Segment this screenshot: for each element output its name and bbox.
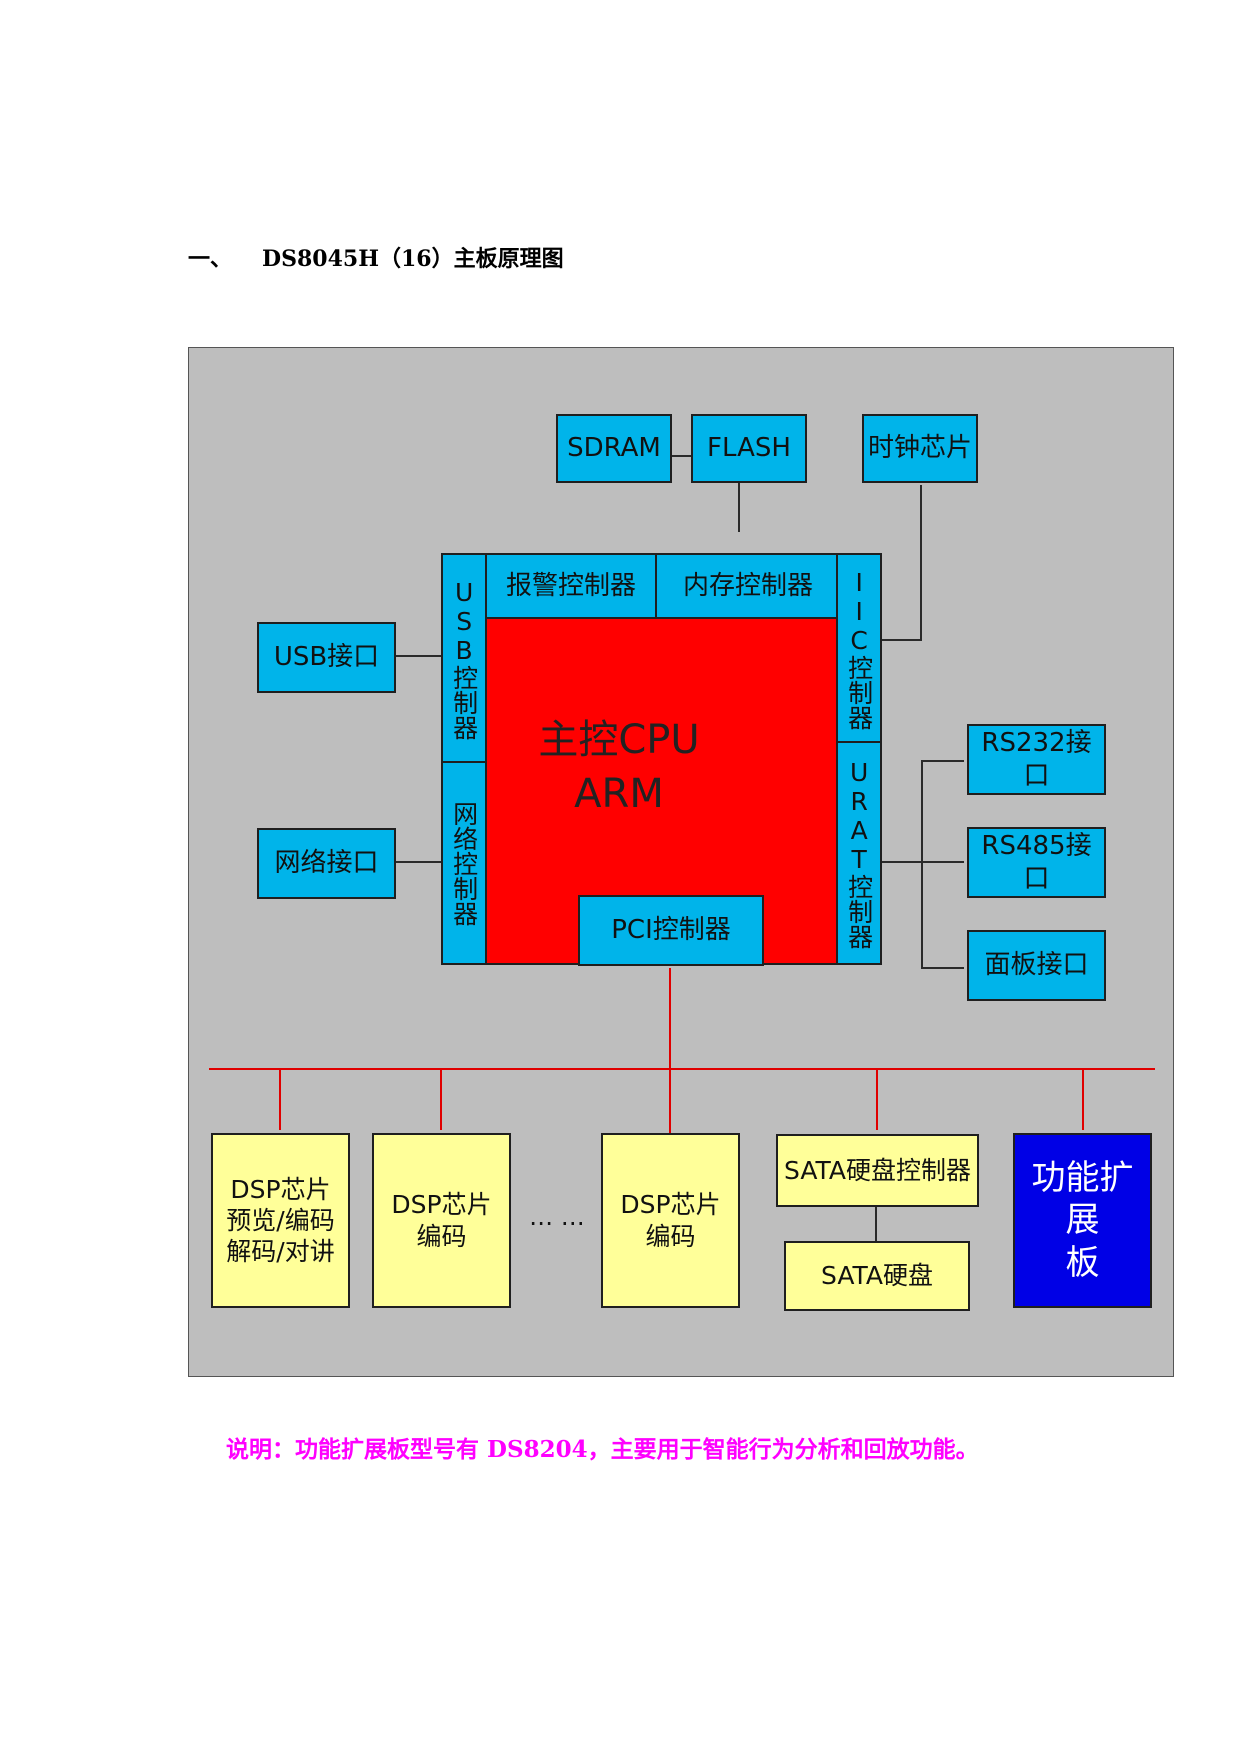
iic-controller-label: IIC控制器	[844, 567, 874, 730]
pci-bus	[209, 1068, 1155, 1070]
sdram-label: SDRAM	[567, 433, 661, 464]
expansion-board-box: 功能扩展 板	[1013, 1133, 1152, 1308]
sata-controller-box: SATA硬盘控制器	[776, 1134, 979, 1207]
rs485-connector	[880, 861, 964, 863]
dsp1-line2: 预览/编码	[226, 1205, 335, 1235]
rs232-interface-label: RS232接口	[981, 728, 1092, 791]
dsp1-line3: 解码/对讲	[226, 1237, 335, 1267]
sata-disk-label: SATA硬盘	[821, 1261, 933, 1291]
dsp1-line1: DSP芯片	[230, 1174, 331, 1204]
network-connector	[394, 861, 441, 863]
cpu-line1: 主控CPU	[538, 717, 700, 763]
dsp-chip-2-box: DSP芯片 编码	[372, 1133, 511, 1308]
usb-controller-box: USB控制器	[441, 553, 487, 764]
mainboard-diagram: SDRAM FLASH 时钟芯片 主控CPU ARM 报警控制器 内存控制器 U…	[188, 347, 1174, 1377]
cpu-line2: ARM	[574, 771, 664, 817]
pci-controller-box: PCI控制器	[578, 895, 764, 966]
memory-controller-box: 内存控制器	[655, 553, 841, 619]
dsp-chip-1-box: DSP芯片 预览/编码 解码/对讲	[211, 1133, 350, 1308]
heading-title: DS8045H（16）主板原理图	[262, 246, 564, 272]
flash-box: FLASH	[691, 414, 807, 483]
ellipsis: … …	[529, 1203, 585, 1231]
urat-controller-box: URAT控制器	[836, 741, 882, 965]
dsp-chip-3-box: DSP芯片 编码	[601, 1133, 740, 1308]
dsp3-line1: DSP芯片	[620, 1190, 721, 1220]
dsp2-bus-drop	[440, 1068, 442, 1130]
page-heading: 一、 DS8045H（16）主板原理图	[188, 241, 564, 273]
alarm-controller-box: 报警控制器	[485, 553, 657, 619]
usb-controller-label: USB控制器	[449, 577, 479, 740]
flash-label: FLASH	[707, 433, 791, 464]
rs485-interface-box: RS485接口	[967, 827, 1106, 898]
network-interface-label: 网络接口	[274, 848, 379, 879]
memory-bus-connector	[613, 455, 740, 457]
network-controller-box: 网络控制器	[441, 761, 487, 965]
pci-bus-stem	[669, 968, 671, 1206]
sdram-box: SDRAM	[556, 414, 672, 483]
expansion-bus-drop	[1082, 1068, 1084, 1130]
sata-disk-box: SATA硬盘	[784, 1241, 970, 1311]
sata-connector	[875, 1207, 877, 1243]
usb-connector	[394, 655, 441, 657]
iic-controller-box: IIC控制器	[836, 553, 882, 744]
expansion-line1: 功能扩展	[1031, 1157, 1134, 1241]
dsp2-line1: DSP芯片	[391, 1190, 492, 1220]
panel-interface-label: 面板接口	[984, 950, 1089, 981]
network-controller-label: 网络控制器	[449, 800, 479, 926]
sata-controller-label: SATA硬盘控制器	[784, 1155, 971, 1185]
alarm-controller-label: 报警控制器	[505, 570, 636, 601]
heading-number: 一、	[188, 246, 233, 272]
memory-controller-label: 内存控制器	[682, 570, 813, 601]
usb-interface-label: USB接口	[273, 642, 380, 673]
serial-connector-vertical	[921, 761, 923, 968]
cpu-label: 主控CPU ARM	[489, 713, 749, 821]
dsp1-bus-drop	[279, 1068, 281, 1130]
rs485-interface-label: RS485接口	[981, 831, 1092, 894]
clock-connector-horizontal	[880, 639, 922, 641]
network-interface-box: 网络接口	[257, 828, 396, 899]
urat-controller-label: URAT控制器	[844, 757, 874, 949]
dsp3-line2: 编码	[645, 1221, 696, 1251]
pci-controller-label: PCI控制器	[611, 915, 731, 946]
panel-interface-box: 面板接口	[967, 930, 1106, 1001]
panel-connector	[921, 967, 964, 969]
expansion-line2: 板	[1065, 1242, 1100, 1283]
clock-chip-label: 时钟芯片	[867, 433, 972, 464]
clock-chip-box: 时钟芯片	[862, 414, 978, 483]
diagram-note: 说明：功能扩展板型号有 DS8204，主要用于智能行为分析和回放功能。	[226, 1436, 979, 1463]
sata-bus-drop	[876, 1068, 878, 1130]
dsp2-line2: 编码	[416, 1221, 467, 1251]
clock-connector-vertical	[920, 485, 922, 640]
rs232-interface-box: RS232接口	[967, 724, 1106, 795]
usb-interface-box: USB接口	[257, 622, 396, 693]
rs232-connector	[921, 760, 964, 762]
